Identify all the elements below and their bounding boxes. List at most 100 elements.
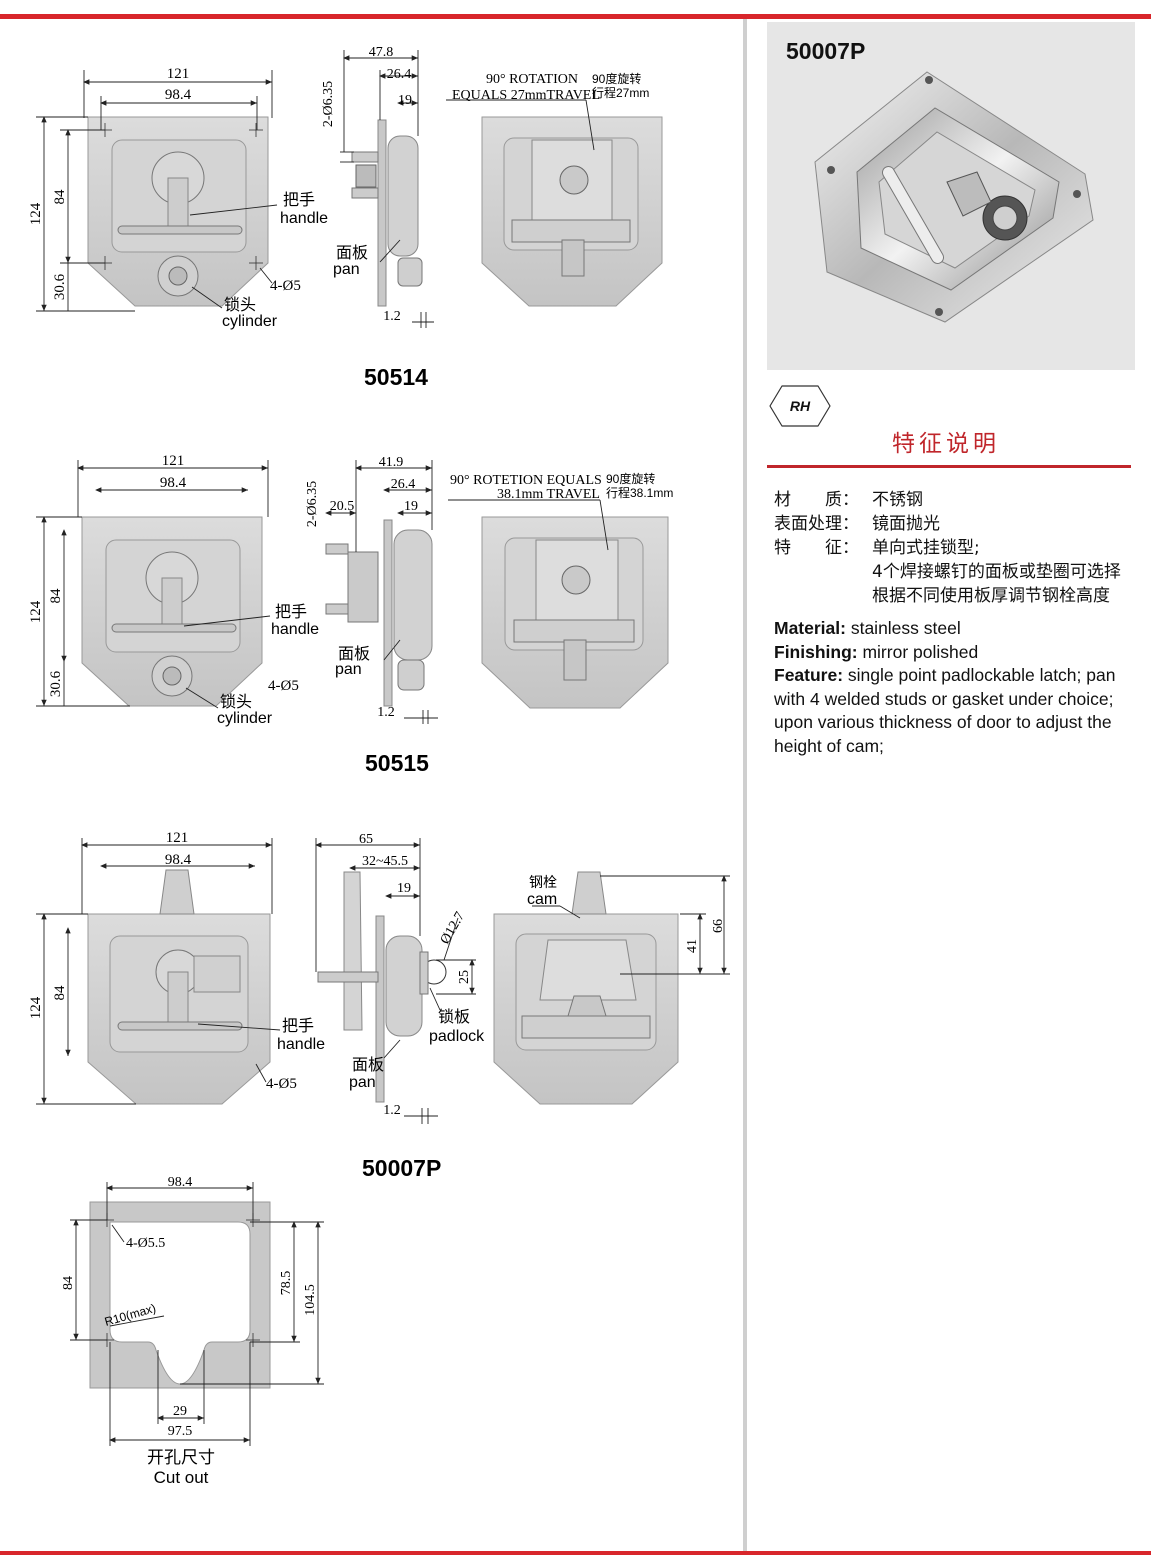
m3-dim-98: 98.4 [165, 852, 192, 868]
spec-cn-finish-key: 表面处理： [774, 514, 859, 534]
cutout-title-cn: 开孔尺寸 [147, 1448, 215, 1467]
m3-holes: 4-Ø5 [266, 1076, 297, 1092]
m3-handle-cn: 把手 [282, 1017, 314, 1035]
m1-handle-cn: 把手 [283, 191, 315, 209]
m2-rear-view: 90° ROTETION EQUALS 38.1mm TRAVEL 90度旋转 … [448, 471, 673, 709]
spec-en-material: Material: stainless steel [774, 617, 1146, 641]
m2-rot-en-b: 38.1mm TRAVEL [497, 487, 600, 502]
m2-rot-en-a: 90° ROTETION EQUALS [450, 473, 602, 488]
m2-side-view: 41.9 26.4 19 20.5 2-Ø6.35 面板 pan 1.2 [305, 455, 438, 724]
m1-cyl-cn: 锁头 [224, 296, 256, 314]
m2-cyl-en: cylinder [217, 710, 273, 727]
m2-cyl-cn: 锁头 [220, 693, 252, 711]
rh-badge-text: RH [789, 398, 811, 414]
m3-front-view: 121 98.4 124 84 把手 handle 4-Ø5 [28, 830, 325, 1105]
m2-rot-cn-a: 90度旋转 [606, 471, 655, 486]
cutout-dim-975: 97.5 [168, 1424, 193, 1439]
spec-cn-feature-val-3: 根据不同使用板厚调节钢栓高度 [872, 586, 1110, 606]
m1-dim-478: 47.8 [369, 45, 394, 60]
m2-pan-en: pan [335, 661, 362, 678]
product-photo [767, 22, 1135, 370]
m2-handle-en: handle [271, 621, 319, 638]
spec-en: Material: stainless steel Finishing: mir… [774, 617, 1146, 758]
latch-photo-illustration [814, 71, 1094, 323]
m2-rot-cn-b: 行程38.1mm [606, 485, 673, 500]
m3-dim-124: 124 [28, 996, 44, 1019]
m1-side-view: 47.8 26.4 19 2-Ø6.35 面板 pan 1.2 [321, 45, 434, 328]
technical-drawings: 121 98.4 124 84 30.6 把手 handle 4-Ø5 锁头 c… [28, 45, 730, 1487]
column-divider [743, 19, 747, 1551]
spec-cn-feature-key: 特 征： [774, 538, 859, 558]
m2-stud: 2-Ø6.35 [305, 481, 320, 527]
model-50515: 50515 [365, 750, 429, 776]
m1-pan-cn: 面板 [336, 244, 368, 262]
m2-dim-30: 30.6 [48, 670, 64, 697]
m3-dim-65: 65 [359, 832, 373, 847]
cutout-view: 98.4 84 78.5 104.5 4-Ø5.5 R10(max) 29 97… [61, 1175, 324, 1487]
m3-handle-en: handle [277, 1036, 325, 1053]
m1-stud: 2-Ø6.35 [321, 81, 336, 127]
m1-rear-view: 90° ROTATION EQUALS 27mmTRAVEL 90度旋转 行程2… [446, 71, 663, 307]
spec-en-feature-val: single point padlockable latch; pan with… [774, 665, 1116, 756]
m1-dim-98: 98.4 [165, 87, 192, 103]
m1-handle-en: handle [280, 210, 328, 227]
m2-dim-264: 26.4 [391, 477, 416, 492]
m2-dim-124: 124 [28, 600, 44, 623]
m3-cam-en: cam [527, 891, 557, 908]
m2-dim-19: 19 [404, 499, 418, 514]
m1-dim-121: 121 [167, 66, 190, 82]
spec-en-finish: Finishing: mirror polished [774, 641, 1146, 665]
m1-dim-84: 84 [52, 189, 68, 205]
model-50007P: 50007P [362, 1155, 441, 1181]
m1-front-view: 121 98.4 124 84 30.6 把手 handle 4-Ø5 锁头 c… [28, 66, 328, 330]
spec-cn: 材 质： 不锈钢 表面处理： 镜面抛光 特 征： 单向式挂锁型; 4个焊接螺钉的… [774, 488, 1121, 608]
m1-rot-en-a: 90° ROTATION [486, 72, 578, 87]
m3-pan-en: pan [349, 1074, 376, 1091]
m1-holes: 4-Ø5 [270, 278, 301, 294]
m2-front-view: 121 98.4 124 84 30.6 把手 handle 4-Ø5 锁头 c… [28, 453, 319, 727]
m2-holes: 4-Ø5 [268, 678, 299, 694]
spec-en-feature-key: Feature: [774, 665, 844, 685]
spec-en-finish-key: Finishing: [774, 641, 858, 662]
m3-padlock-cn: 锁板 [438, 1008, 470, 1026]
spec-cn-material: 材 质： 不锈钢 [774, 488, 1121, 512]
m2-dim-12: 1.2 [377, 705, 395, 720]
m2-dim-98: 98.4 [160, 475, 187, 491]
spec-en-feature: Feature: single point padlockable latch;… [774, 664, 1146, 758]
spec-en-finish-val: mirror polished [857, 641, 979, 662]
m3-rear-view: 66 41 钢栓 cam [493, 871, 730, 1105]
m3-dim-127: Ø12.7 [438, 910, 468, 947]
m3-dim-25: 25 [457, 970, 472, 984]
m2-dim-205: 20.5 [330, 499, 355, 514]
m3-dim-121: 121 [166, 830, 189, 846]
cutout-holes: 4-Ø5.5 [126, 1236, 165, 1251]
m3-padlock-en: padlock [429, 1028, 485, 1045]
m2-dim-419: 41.9 [379, 455, 404, 470]
spec-cn-finish: 表面处理： 镜面抛光 [774, 512, 1121, 536]
m1-rot-en-b: EQUALS 27mmTRAVEL [452, 88, 600, 103]
m1-dim-30: 30.6 [52, 273, 68, 300]
m1-cyl-en: cylinder [222, 313, 278, 330]
m3-dim-66: 66 [711, 919, 726, 933]
m1-dim-19: 19 [398, 93, 412, 108]
m3-cam-cn: 钢栓 [529, 874, 557, 890]
m3-dim-84: 84 [52, 985, 68, 1001]
cutout-dim-1045: 104.5 [303, 1284, 318, 1316]
spec-en-material-val: stainless steel [845, 618, 961, 638]
cutout-dim-785: 78.5 [279, 1271, 294, 1296]
bottom-red-bar [0, 1551, 1151, 1555]
m2-handle-cn: 把手 [275, 603, 307, 621]
spec-cn-feature-val-1: 单向式挂锁型; [872, 538, 980, 558]
spec-cn-feature-val-2: 4个焊接螺钉的面板或垫圈可选择 [872, 562, 1121, 582]
m2-dim-121: 121 [162, 453, 185, 469]
cutout-dim-w: 98.4 [168, 1175, 193, 1190]
m3-dim-3245: 32~45.5 [362, 854, 408, 869]
m1-rot-cn-b: 行程27mm [592, 85, 649, 100]
m3-dim-41: 41 [685, 939, 700, 953]
m3-dim-19: 19 [397, 881, 411, 896]
spec-cn-material-val: 不锈钢 [872, 490, 923, 510]
spec-cn-material-key: 材 质： [774, 490, 859, 510]
features-title: 特征说明 [892, 431, 1000, 457]
m3-side-view: 65 32~45.5 19 Ø12.7 25 锁板 padlock 面板 pan… [315, 832, 485, 1124]
photo-model-title: 50007P [786, 38, 866, 64]
